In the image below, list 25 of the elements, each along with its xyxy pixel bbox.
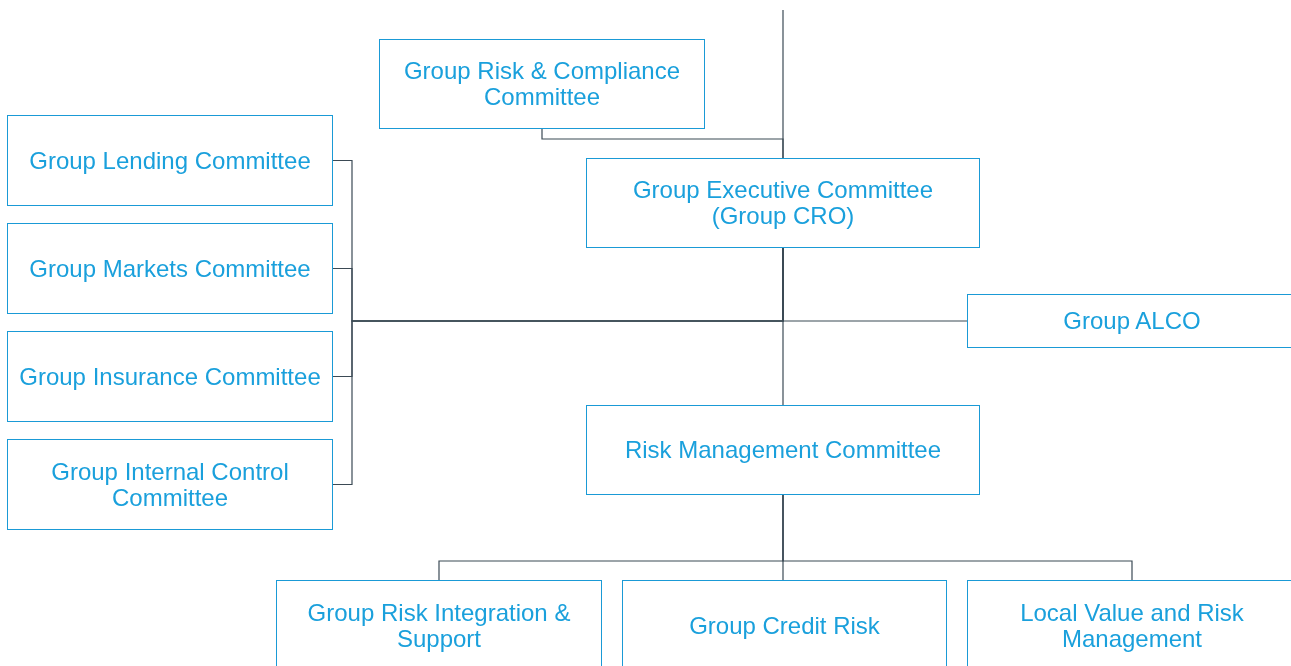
committee-name: Group Markets Committee bbox=[29, 255, 311, 282]
committee-box bbox=[622, 580, 947, 666]
committee-box bbox=[7, 331, 333, 422]
committee-box bbox=[7, 223, 333, 314]
committee-name: Local Value and Risk Management bbox=[1019, 600, 1245, 652]
committee-name: Group Lending Committee bbox=[29, 147, 311, 174]
committee-box bbox=[276, 580, 602, 666]
committee-name: Group Executive Committee (Group CRO) bbox=[631, 177, 935, 229]
committee-box bbox=[967, 294, 1291, 348]
committee-box bbox=[7, 115, 333, 206]
connector-line bbox=[541, 128, 784, 159]
connector-line bbox=[782, 494, 1133, 581]
committee-box bbox=[586, 158, 980, 248]
committee-box bbox=[586, 405, 980, 495]
committee-box bbox=[7, 439, 333, 530]
committee-name: Group Insurance Committee bbox=[19, 363, 321, 390]
committee-box bbox=[967, 580, 1291, 666]
committee-name: Group Internal Control Committee bbox=[50, 458, 290, 511]
connector-line bbox=[782, 247, 784, 406]
committee-name: Risk Management Committee bbox=[624, 437, 942, 463]
committee-name: Group Risk Integration & Support bbox=[306, 600, 572, 652]
committee-name: Group ALCO bbox=[1063, 308, 1201, 334]
committee-name: Group Credit Risk bbox=[689, 613, 880, 639]
committee-box bbox=[379, 39, 705, 129]
committee-name: Group Risk & Compliance Committee bbox=[402, 58, 682, 110]
